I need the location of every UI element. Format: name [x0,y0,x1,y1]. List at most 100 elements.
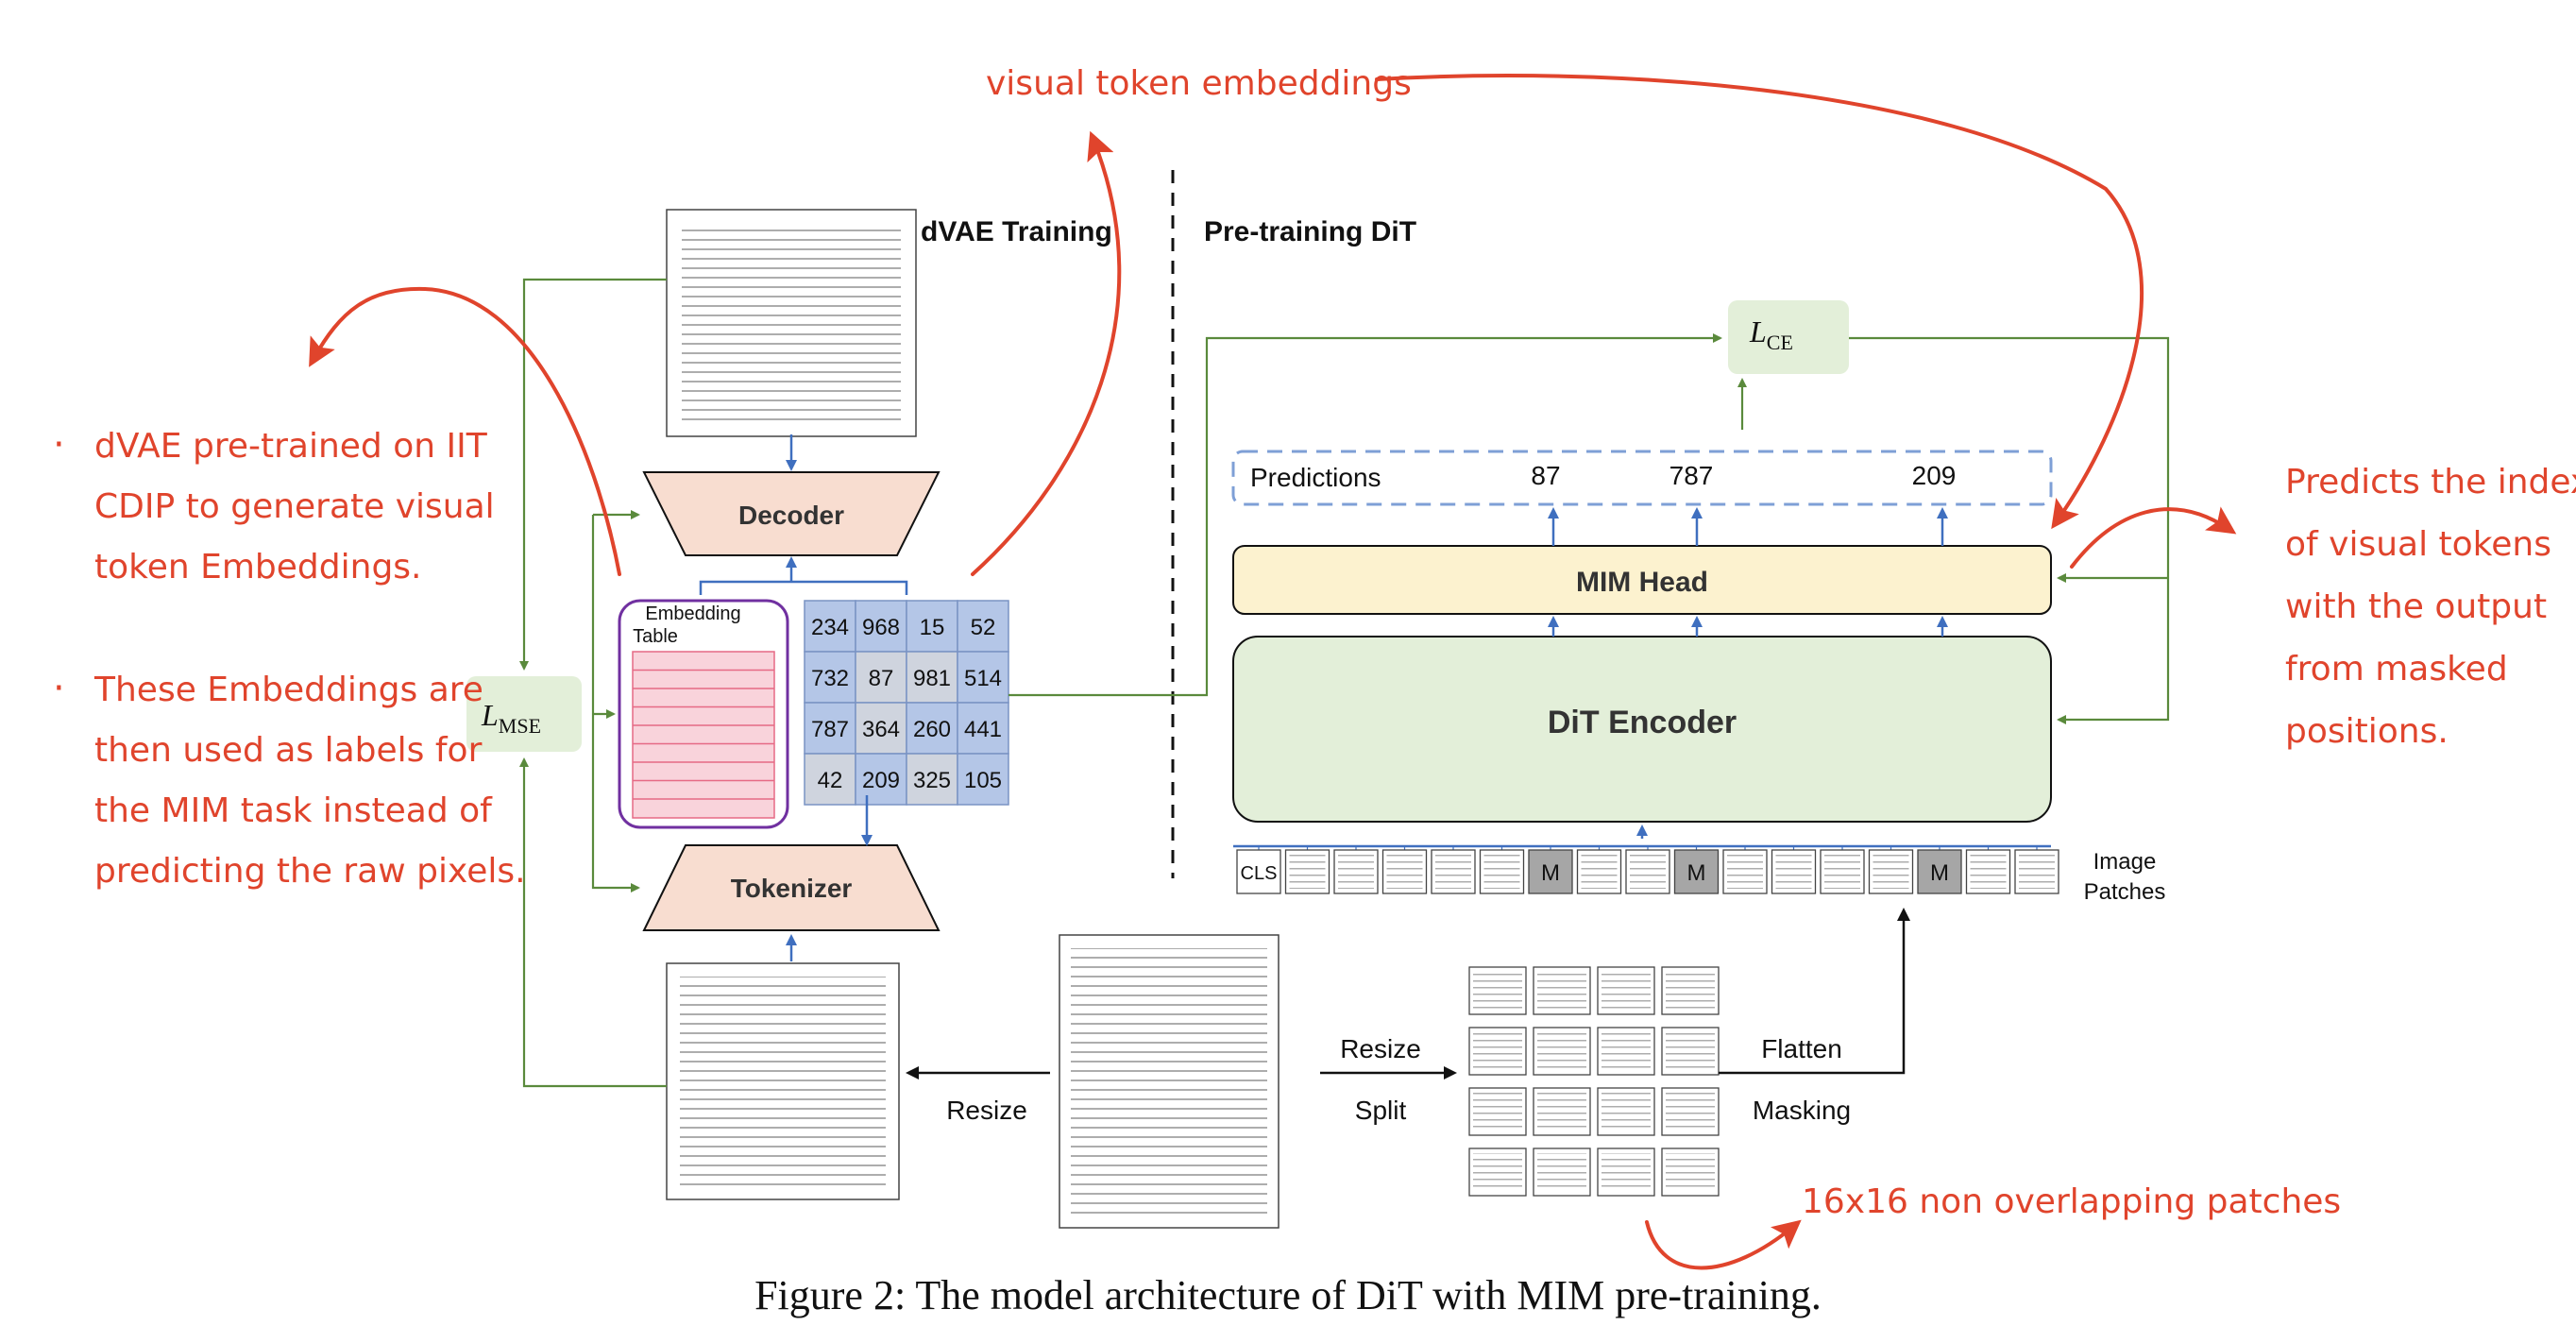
split-label: Split [1355,1096,1407,1125]
token-value: 209 [862,768,900,793]
image-patch-text [1630,855,1666,889]
mim-head-label: MIM Head [1576,567,1708,598]
split-patch-text [1666,1093,1715,1130]
token-value: 325 [913,768,951,793]
figure-caption: Figure 2: The model architecture of DiT … [754,1272,1822,1318]
bullet-mark-2: · [53,667,65,710]
token-value: 364 [862,717,900,742]
reconstructed-document [666,209,917,437]
flatten-label: Flatten [1761,1034,1842,1063]
visual-token-embeddings-note: visual token embeddings [986,64,1412,103]
image-patches-row: CLS M M M [1236,846,2059,894]
svg-text:LCE: LCE [1749,314,1793,354]
input-document-original [1059,934,1280,1229]
bullet2-line-1: These Embeddings are [93,671,483,709]
image-patch-text [1483,855,1520,889]
image-patch-text [1727,855,1763,889]
masking-label: Masking [1753,1096,1851,1125]
split-patch-text [1473,972,1522,1010]
decoder-block: Decoder [642,471,941,556]
split-patch-text [1537,1093,1586,1130]
embedding-table-label-2: Table [633,626,678,647]
image-patch-text [1824,855,1860,889]
blue-arrows [699,434,1948,961]
lce-symbol: L [1749,314,1767,348]
prediction-value-3: 209 [1912,461,1957,490]
resize-left-label: Resize [946,1096,1027,1125]
pretraining-dit-title: Pre-training DiT [1204,216,1416,247]
token-value: 981 [913,666,951,691]
split-patch-text [1602,972,1651,1010]
token-value: 968 [862,615,900,640]
split-patch-text [1666,972,1715,1010]
token-cell [957,753,1009,806]
bullet-mark-1: · [53,423,65,467]
token-cell [906,753,958,806]
bullet2-line-2: then used as labels for [94,731,483,770]
image-patch-text [1775,855,1812,889]
split-patch-text [1666,1153,1715,1191]
token-value: 514 [964,666,1002,691]
mim-head-block: MIM Head [1232,545,2052,615]
bullet1-line-2: CDIP to generate visual [94,487,495,526]
split-patch-text [1473,1032,1522,1070]
decoder-label: Decoder [738,501,844,530]
token-cell [906,600,958,653]
image-patch-text [2019,855,2055,889]
image-patch-text [1970,855,2007,889]
image-patch-text [1581,855,1618,889]
token-value: 42 [818,768,843,793]
token-value: 105 [964,768,1002,793]
lmse-symbol: L [481,698,499,732]
image-patches-caption-1: Image [2093,849,2157,875]
masked-patch-label: M [1541,860,1560,886]
bullet1-line-1: dVAE pre-trained on IIT [94,427,488,466]
lmse-loss-box: LMSE [466,676,582,752]
tokenizer-block: Tokenizer [642,844,941,931]
dit-encoder-block: DiT Encoder [1232,636,2052,823]
split-patch-text [1602,1093,1651,1130]
split-patch-text [1473,1093,1522,1130]
masked-patch [1917,849,1962,894]
predictions-label: Predictions [1250,463,1381,492]
token-cell [804,753,856,806]
prediction-value-1: 87 [1531,461,1560,490]
prediction-value-2: 787 [1669,461,1714,490]
predicts-note-line-4: from masked [2285,650,2508,688]
token-cell [804,651,856,704]
embedding-table: Embedding Table [618,599,789,829]
embedding-table-label-1: Embedding [645,604,740,624]
image-patch-text [1435,855,1471,889]
image-patch-text [1338,855,1374,889]
image-patch-text [1386,855,1423,889]
predicts-note-line-5: positions. [2285,712,2449,751]
bullet2-line-3: the MIM task instead of [94,791,493,830]
split-patch-text [1537,1032,1586,1070]
token-cell [957,600,1009,653]
split-patch-text [1666,1032,1715,1070]
red-annotation-arrows [309,74,2237,1270]
patches-note: 16x16 non overlapping patches [1802,1182,2341,1221]
token-cell [855,753,907,806]
token-cell [855,600,907,653]
input-document-small [666,962,900,1200]
token-cell [957,702,1009,755]
dvae-training-title: dVAE Training [921,216,1112,247]
token-value: 732 [811,666,849,691]
token-value: 260 [913,717,951,742]
masked-patch-label: M [1687,860,1706,886]
token-value: 87 [869,666,894,691]
bullet1-line-3: token Embeddings. [94,548,422,586]
token-value: 441 [964,717,1002,742]
bullet2-line-4: predicting the raw pixels. [94,852,526,891]
predicts-note-line-1: Predicts the index [2285,463,2576,502]
predicts-note-line-2: of visual tokens [2285,525,2551,564]
masked-patch-label: M [1930,860,1949,886]
cls-token-label: CLS [1241,863,1278,884]
svg-text:LMSE: LMSE [481,698,541,738]
lmse-subscript: MSE [499,714,541,738]
predictions-box: Predictions 87 787 209 [1231,450,2053,506]
black-arrows [906,908,1910,1080]
